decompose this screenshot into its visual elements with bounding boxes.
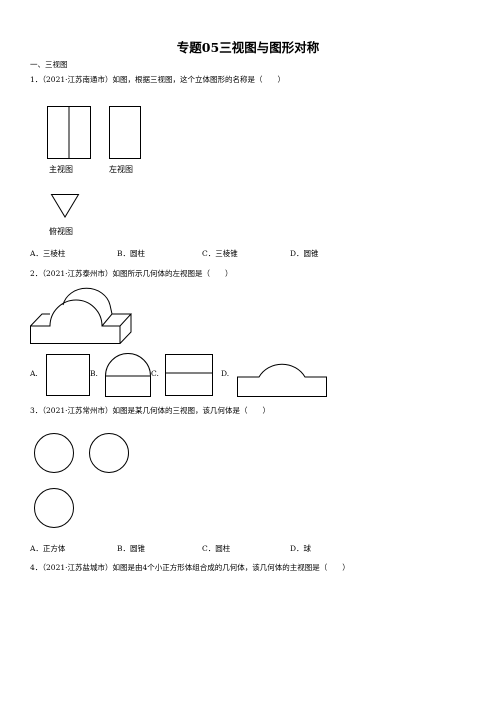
option-a-figure [46, 354, 90, 396]
question-3: 3．（2021·江苏常州市）如图是某几何体的三视图，该几何体是（ ） [30, 405, 270, 416]
option-b-figure [105, 353, 151, 397]
front-view-circle [34, 433, 74, 473]
top-view-figure [51, 194, 79, 218]
option-a[interactable]: A．三棱柱 [30, 249, 66, 258]
page-title: 专题05三视图与图形对称 [176, 40, 320, 55]
side-view-figure [109, 106, 141, 159]
option-b-letter[interactable]: B. [90, 369, 98, 378]
section-heading: 一、三视图 [30, 60, 68, 69]
option-b[interactable]: B．圆柱 [117, 249, 146, 258]
question-text: （2021·江苏盐城市）如图是由4个小正方形体组合成的几何体，该几何体的主视图是… [42, 563, 350, 572]
option-d-figure [237, 353, 327, 397]
question-text: （2021·江苏常州市）如图是某几何体的三视图，该几何体是（ ） [42, 406, 271, 415]
question-number: 4． [30, 563, 43, 572]
option-c-figure [165, 354, 213, 396]
side-view-label: 左视图 [109, 165, 133, 174]
question-2: 2．（2021·江苏泰州市）如图所示几何体的左视图是（ ） [30, 268, 233, 279]
option-a-letter[interactable]: A. [30, 369, 38, 378]
question-text: （2021·江苏南通市）如图，根据三视图，这个立体图形的名称是（ ） [42, 75, 286, 84]
question-4: 4．（2021·江苏盐城市）如图是由4个小正方形体组合成的几何体，该几何体的主视… [30, 562, 350, 573]
front-view-label: 主视图 [49, 165, 73, 174]
top-view-circle [34, 488, 74, 528]
top-view-label: 俯视图 [49, 227, 73, 236]
question-number: 3． [30, 406, 43, 415]
question-number: 2． [30, 269, 43, 278]
option-c[interactable]: C．三棱锥 [202, 249, 238, 258]
option-b[interactable]: B．圆锥 [117, 544, 146, 553]
option-c-letter[interactable]: C. [151, 369, 159, 378]
question-text: （2021·江苏泰州市）如图所示几何体的左视图是（ ） [42, 269, 233, 278]
solid-figure [30, 284, 132, 344]
question-number: 1． [30, 75, 43, 84]
option-a[interactable]: A．正方体 [30, 544, 66, 553]
question-1: 1．（2021·江苏南通市）如图，根据三视图，这个立体图形的名称是（ ） [30, 74, 285, 85]
side-view-circle [89, 433, 129, 473]
option-d[interactable]: D．球 [290, 544, 312, 553]
option-d[interactable]: D．圆锥 [290, 249, 319, 258]
front-view-figure [47, 106, 91, 159]
option-d-letter[interactable]: D. [221, 369, 230, 378]
option-c[interactable]: C．圆柱 [202, 544, 231, 553]
